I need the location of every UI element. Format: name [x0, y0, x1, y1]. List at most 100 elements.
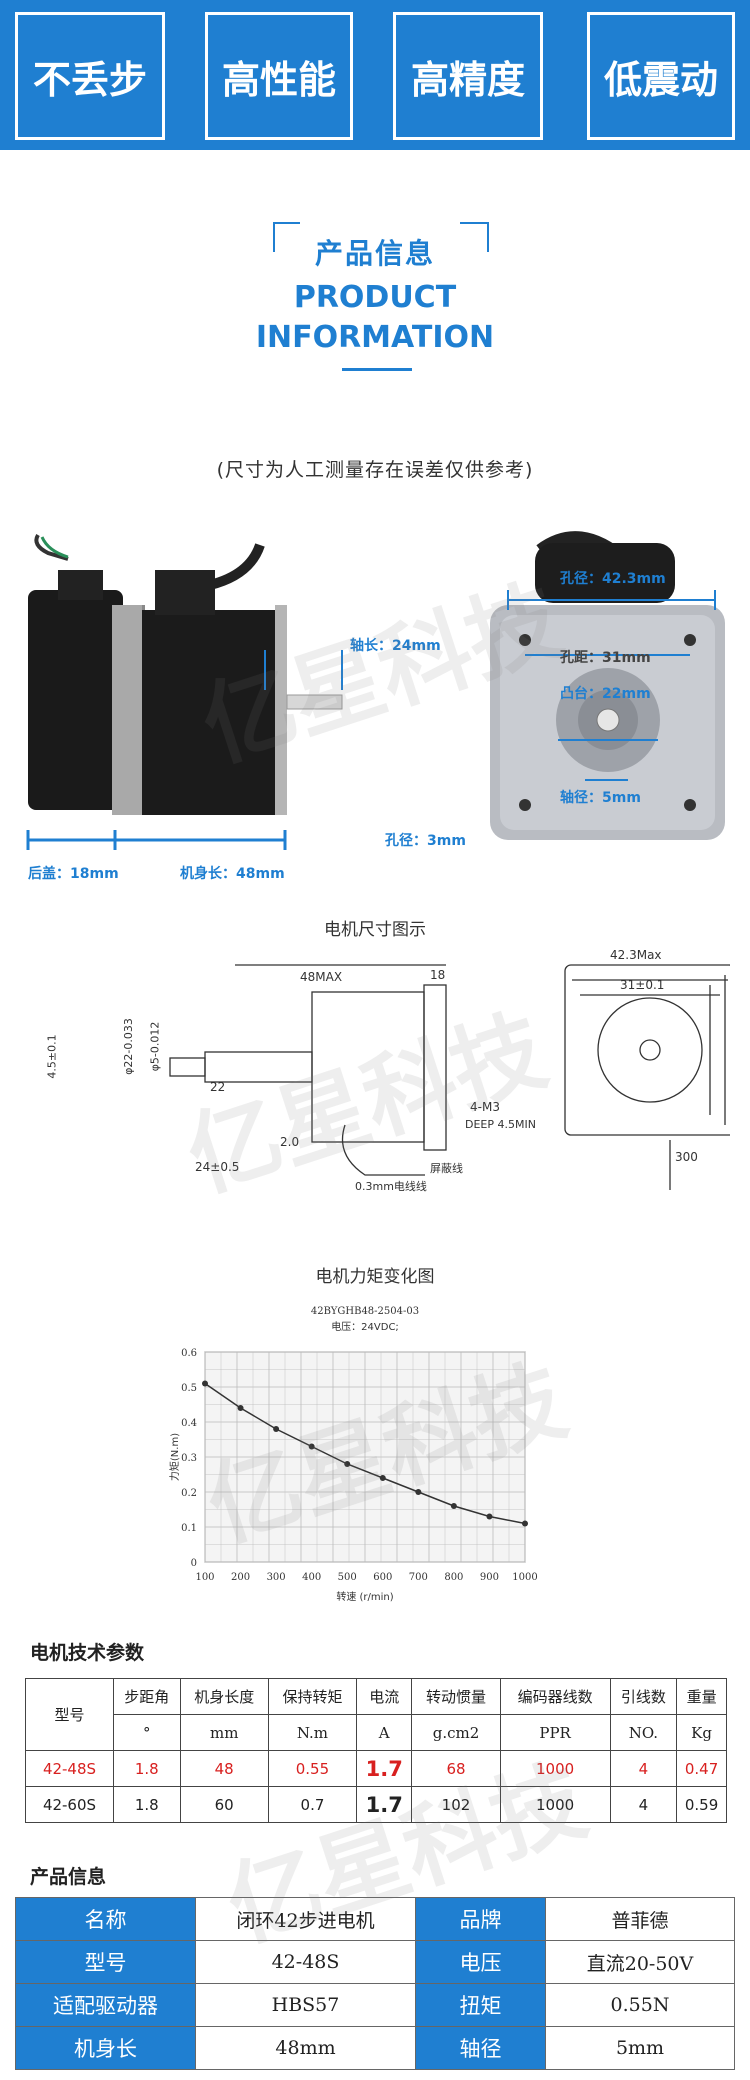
measurement-note: (尺寸为人工测量存在误差仅供参考): [216, 459, 534, 481]
dim-phi22: φ22-0.033: [121, 1018, 135, 1075]
torque-point: [450, 1503, 457, 1509]
dim-shield-wire: 屏蔽线: [430, 1162, 463, 1175]
spec-cell: 68: [411, 1750, 501, 1787]
spec-cell: 1.8: [113, 1786, 181, 1823]
torque-point: [237, 1405, 244, 1411]
info-table: 名称 闭环42步进电机 品牌 普菲德 型号 42-48S 电压 直流20-50V…: [15, 1897, 735, 2070]
info-value: 5mm: [545, 2026, 735, 2070]
y-tick-label: 0.3: [181, 1453, 197, 1464]
spec-cell: 42-48S: [25, 1750, 114, 1787]
torque-point: [273, 1426, 280, 1432]
info-value: HBS57: [195, 1983, 416, 2027]
x-tick-label: 800: [444, 1572, 463, 1583]
info-key: 型号: [15, 1940, 196, 1984]
spec-cell: 102: [411, 1786, 501, 1823]
label-hole-dia-3: 孔径：3mm: [385, 833, 466, 849]
drawing-caption: 电机尺寸图示: [324, 920, 426, 940]
x-tick-label: 300: [267, 1572, 286, 1583]
feature-low-vibration: 低震动: [587, 12, 735, 140]
spec-header-model: 型号: [25, 1678, 114, 1751]
spec-cell: 0.55: [267, 1750, 358, 1787]
spec-header-current: 电流: [356, 1678, 413, 1715]
spec-unit: Kg: [676, 1714, 727, 1751]
spec-heading: 电机技术参数: [30, 1642, 145, 1664]
info-value: 普菲德: [545, 1897, 735, 1941]
chart-caption: 电机力矩变化图: [315, 1267, 435, 1287]
y-tick-label: 0.2: [181, 1488, 197, 1499]
spec-cell: 48: [179, 1750, 269, 1787]
y-tick-label: 0.6: [181, 1348, 197, 1359]
feature-high-precision: 高精度: [393, 12, 543, 140]
label-shaft-dia: 轴径：5mm: [560, 790, 641, 806]
spec-row-42-48s: 42-48S 1.8 48 0.55 1.7 68 1000 4 0.47: [25, 1750, 727, 1787]
x-tick-label: 100: [195, 1572, 214, 1583]
y-tick-label: 0: [191, 1558, 197, 1569]
info-key: 适配驱动器: [15, 1983, 196, 2027]
section-title-en-line1: PRODUCT: [293, 280, 457, 315]
x-tick-label: 400: [302, 1572, 321, 1583]
y-axis-label: 力矩(N.m): [168, 1433, 181, 1481]
x-tick-label: 200: [231, 1572, 250, 1583]
info-value: 闭环42步进电机: [195, 1897, 416, 1941]
torque-point: [379, 1475, 386, 1481]
spec-cell: 0.59: [676, 1786, 727, 1823]
spec-cell: 1.7: [356, 1786, 413, 1823]
spec-cell: 1.7: [356, 1750, 413, 1787]
torque-point: [202, 1380, 208, 1387]
chart-subtitle: 电压：24VDC;: [331, 1320, 399, 1333]
info-key: 品牌: [415, 1897, 546, 1941]
dim-18: 18: [430, 968, 446, 982]
info-value: 42-48S: [195, 1940, 416, 1984]
label-boss-dia: 凸台：22mm: [560, 686, 651, 702]
dim-300: 300: [675, 1150, 698, 1164]
info-key: 名称: [15, 1897, 196, 1941]
x-tick-label: 500: [338, 1572, 357, 1583]
spec-cell: 4: [609, 1786, 678, 1823]
spec-unit: NO.: [609, 1714, 678, 1751]
spec-unit: PPR: [499, 1714, 611, 1751]
x-axis-label: 转速 (r/min): [336, 1590, 393, 1603]
x-tick-label: 1000: [512, 1572, 537, 1583]
torque-point: [308, 1443, 315, 1450]
spec-cell: 1.8: [113, 1750, 181, 1787]
motor-front-view: [490, 531, 725, 840]
label-hole-pitch: 孔距：31mm: [560, 650, 651, 666]
spec-unit-row: ° mm N.m A g.cm2 PPR NO. Kg: [26, 1714, 727, 1751]
info-row: 名称 闭环42步进电机 品牌 普菲德: [15, 1897, 735, 1941]
x-tick-label: 600: [373, 1572, 392, 1583]
torque-point: [415, 1489, 422, 1495]
spec-cell: 1000: [499, 1750, 611, 1787]
spec-unit: N.m: [267, 1714, 358, 1751]
info-key: 扭矩: [415, 1983, 546, 2027]
motor-photo-illustration: [26, 531, 725, 850]
spec-header-leads: 引线数: [609, 1678, 678, 1715]
feature-high-performance: 高性能: [205, 12, 353, 140]
spec-cell: 60: [179, 1786, 269, 1823]
dim-24: 24±0.5: [195, 1160, 240, 1174]
dim-deep: DEEP 4.5MIN: [465, 1118, 536, 1131]
y-tick-label: 0.1: [181, 1523, 197, 1534]
info-row: 型号 42-48S 电压 直流20-50V: [15, 1940, 735, 1984]
motor-side-view: [26, 533, 343, 850]
info-value: 48mm: [195, 2026, 416, 2070]
info-row: 机身长 48mm 轴径 5mm: [15, 2026, 735, 2070]
spec-header-inertia: 转动惯量: [411, 1678, 501, 1715]
info-key: 机身长: [15, 2026, 196, 2070]
spec-header-body-length: 机身长度: [179, 1678, 269, 1715]
dim-22: 22: [210, 1080, 226, 1094]
spec-header-row: 型号 步距角 机身长度 保持转矩 电流 转动惯量 编码器线数 引线数 重量: [25, 1678, 727, 1751]
x-tick-label: 700: [409, 1572, 428, 1583]
dimension-drawing: 48MAX 18 22 2.0 24±0.5 4.5±0.1 φ22-0.033…: [20, 940, 736, 1210]
feature-no-step-loss: 不丢步: [15, 12, 165, 140]
dim-phi5: φ5-0.012: [148, 1021, 162, 1072]
spec-header-holding-torque: 保持转矩: [267, 1678, 358, 1715]
spec-cell: 0.47: [676, 1750, 727, 1787]
info-value: 直流20-50V: [545, 1940, 735, 1984]
info-heading: 产品信息: [30, 1866, 107, 1888]
dim-2: 2.0: [280, 1135, 300, 1149]
spec-header-encoder: 编码器线数: [499, 1678, 611, 1715]
spec-unit: A: [356, 1714, 413, 1751]
title-underline: [342, 368, 412, 371]
section-title-cn: 产品信息: [314, 237, 435, 270]
